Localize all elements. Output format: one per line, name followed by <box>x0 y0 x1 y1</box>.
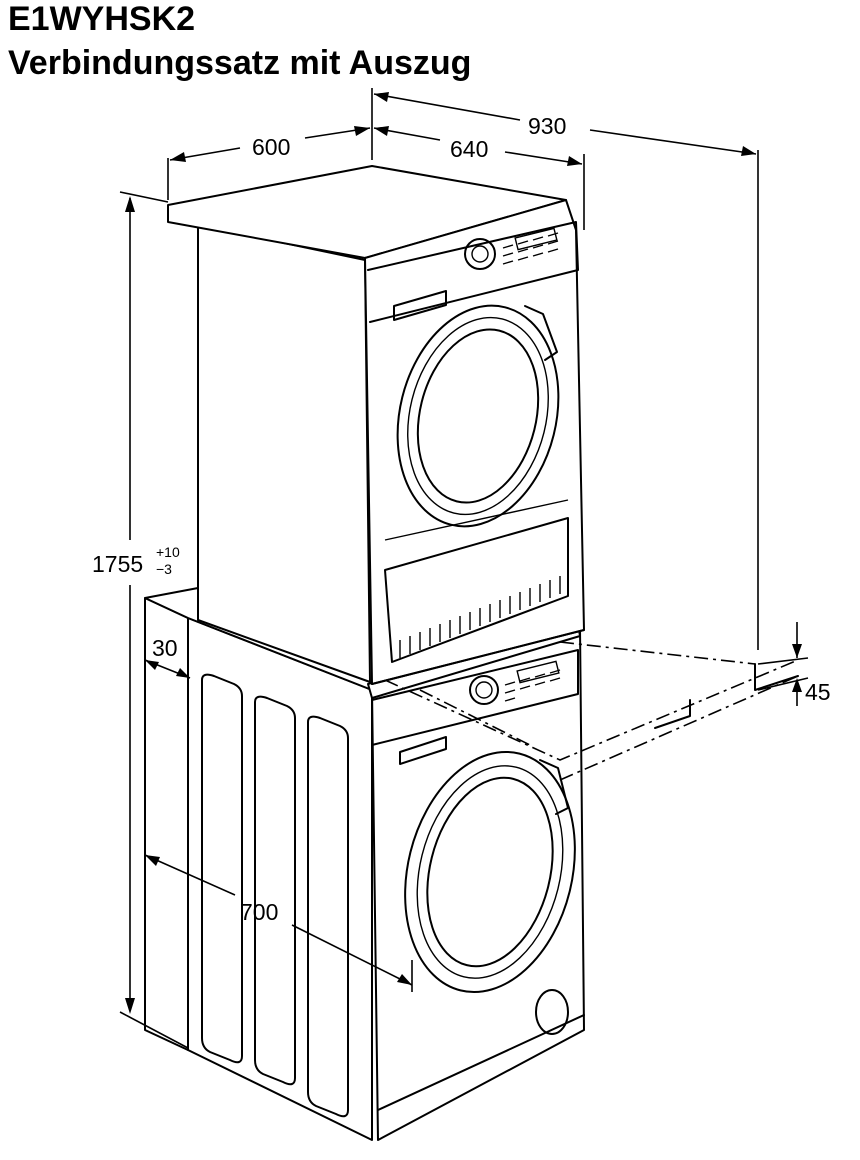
dryer-water-tank <box>393 290 447 321</box>
dryer-grille <box>384 517 569 663</box>
washer-side-panels <box>201 673 349 1118</box>
dim-width-label: 600 <box>252 134 290 160</box>
tumble-dryer <box>167 165 585 685</box>
dim-height-tolerance-plus: +10 <box>156 544 180 560</box>
washer-program-knob <box>469 675 499 705</box>
dimension-lines <box>119 88 809 1049</box>
dim-total-depth-label: 930 <box>528 113 566 139</box>
dim-height-label: 1755 <box>92 551 143 577</box>
washer-service-hatch <box>535 989 569 1035</box>
dryer-door <box>396 304 560 528</box>
dim-height-tolerance-minus: −3 <box>156 561 172 577</box>
dryer-program-knob <box>464 238 496 270</box>
dim-washer-depth-label: 700 <box>240 899 278 925</box>
model-title: E1WYHSK2 <box>8 0 196 38</box>
product-subtitle: Verbindungssatz mit Auszug <box>8 44 472 82</box>
washer-door <box>404 750 576 994</box>
dim-dryer-depth-label: 640 <box>450 136 488 162</box>
dim-side-offset-label: 30 <box>152 635 178 661</box>
washer-detergent-drawer <box>399 736 447 765</box>
dryer-side-face <box>197 224 371 683</box>
dim-drawer-height-label: 45 <box>805 679 831 705</box>
